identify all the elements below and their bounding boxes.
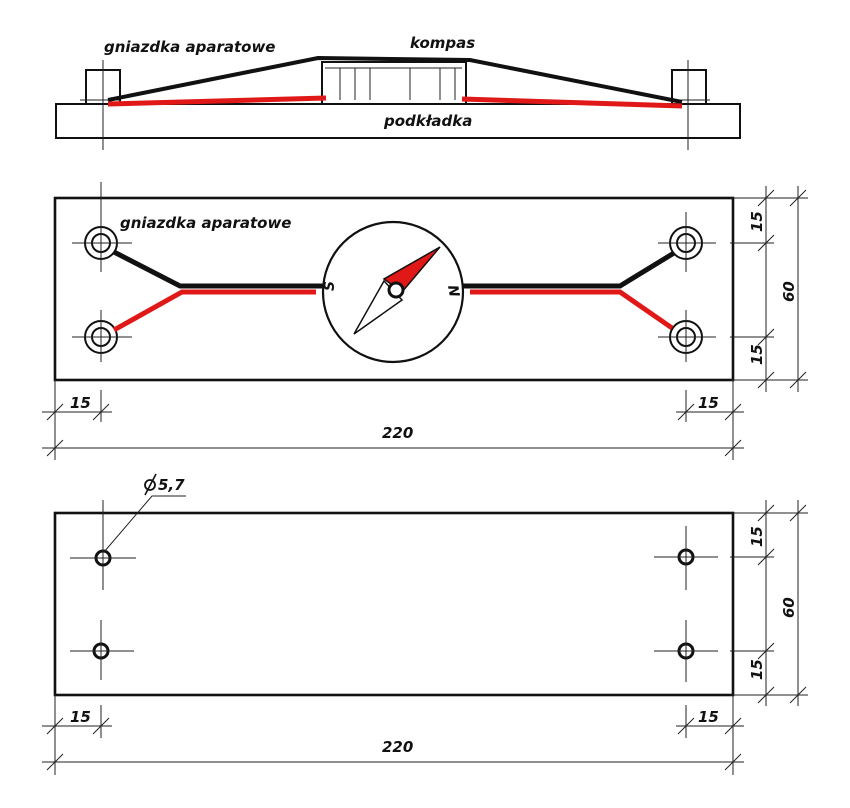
tick [724, 717, 742, 735]
red-wire-top-right [470, 289, 674, 331]
red-wire-top-left [112, 289, 316, 333]
pad-top [53, 196, 735, 382]
socket-bottom-left [72, 310, 132, 362]
label-compass: kompas [410, 34, 475, 52]
tick [757, 189, 775, 207]
socket-right-side [671, 69, 707, 105]
tick [789, 686, 807, 704]
tick [677, 403, 695, 421]
tick [46, 439, 64, 457]
tick [46, 753, 64, 771]
dim-vertical-bottom: 15 60 15 [730, 500, 808, 706]
pad-bottom [53, 511, 735, 697]
hole-top-left [70, 500, 136, 590]
socket-top-left [72, 182, 132, 272]
label-sockets-side: gniazdka aparatowe [104, 38, 275, 56]
compass-south-label: S [322, 281, 338, 291]
dim-top-offset: 15 [748, 211, 766, 232]
dim-horizontal-bottom: 15 15 220 [42, 695, 744, 775]
side-view: gniazdka aparatowe kompas podkładka [55, 34, 741, 150]
socket-top-right [658, 212, 716, 272]
tick [757, 548, 775, 566]
dim-width: 220 [382, 738, 413, 756]
compass-top: S N [321, 220, 465, 364]
tick [757, 504, 775, 522]
socket-bottom-right [658, 310, 716, 362]
compass-side [321, 61, 467, 105]
dim-height: 60 [780, 597, 798, 618]
tick [724, 439, 742, 457]
dim-bottom-offset: 15 [748, 659, 766, 680]
dim-left-offset: 15 [70, 708, 91, 726]
tick [724, 403, 742, 421]
dim-right-offset: 15 [698, 394, 719, 412]
tick [46, 717, 64, 735]
compass-pivot [387, 281, 405, 299]
tick [757, 328, 775, 346]
tick [757, 642, 775, 660]
label-sockets-top: gniazdka aparatowe [120, 214, 291, 232]
compass-north-label: N [444, 284, 462, 299]
tick [757, 371, 775, 389]
tick [757, 686, 775, 704]
tick [789, 189, 807, 207]
dim-bottom-offset: 15 [748, 344, 766, 365]
label-pad: podkładka [383, 112, 472, 130]
dim-right-offset: 15 [698, 708, 719, 726]
dim-horizontal-top: 15 15 220 [42, 380, 744, 460]
red-wire-side-right [461, 96, 683, 109]
tick [92, 403, 110, 421]
dim-height: 60 [780, 281, 798, 302]
tick [757, 234, 775, 252]
hole-bottom-left [70, 620, 134, 680]
hole-top-right [654, 526, 718, 590]
hole-bottom-right [654, 620, 718, 682]
tick [724, 753, 742, 771]
bottom-view: 5,7 15 60 15 [42, 473, 808, 775]
black-wire-side [107, 55, 683, 104]
dim-width: 220 [382, 424, 413, 442]
tick [789, 504, 807, 522]
tick [92, 717, 110, 735]
dim-left-offset: 15 [70, 394, 91, 412]
tick [46, 403, 64, 421]
diameter-symbol-icon [144, 473, 157, 496]
hole-diameter-label: 5,7 [158, 476, 185, 494]
tick [789, 371, 807, 389]
diameter-leader [103, 495, 186, 553]
dim-top-offset: 15 [748, 526, 766, 547]
red-wire-side [107, 95, 327, 107]
top-view: S N gniazdka aparatowe 15 60 15 [42, 182, 808, 460]
dim-vertical-top: 15 60 15 [730, 186, 808, 392]
tick [677, 717, 695, 735]
